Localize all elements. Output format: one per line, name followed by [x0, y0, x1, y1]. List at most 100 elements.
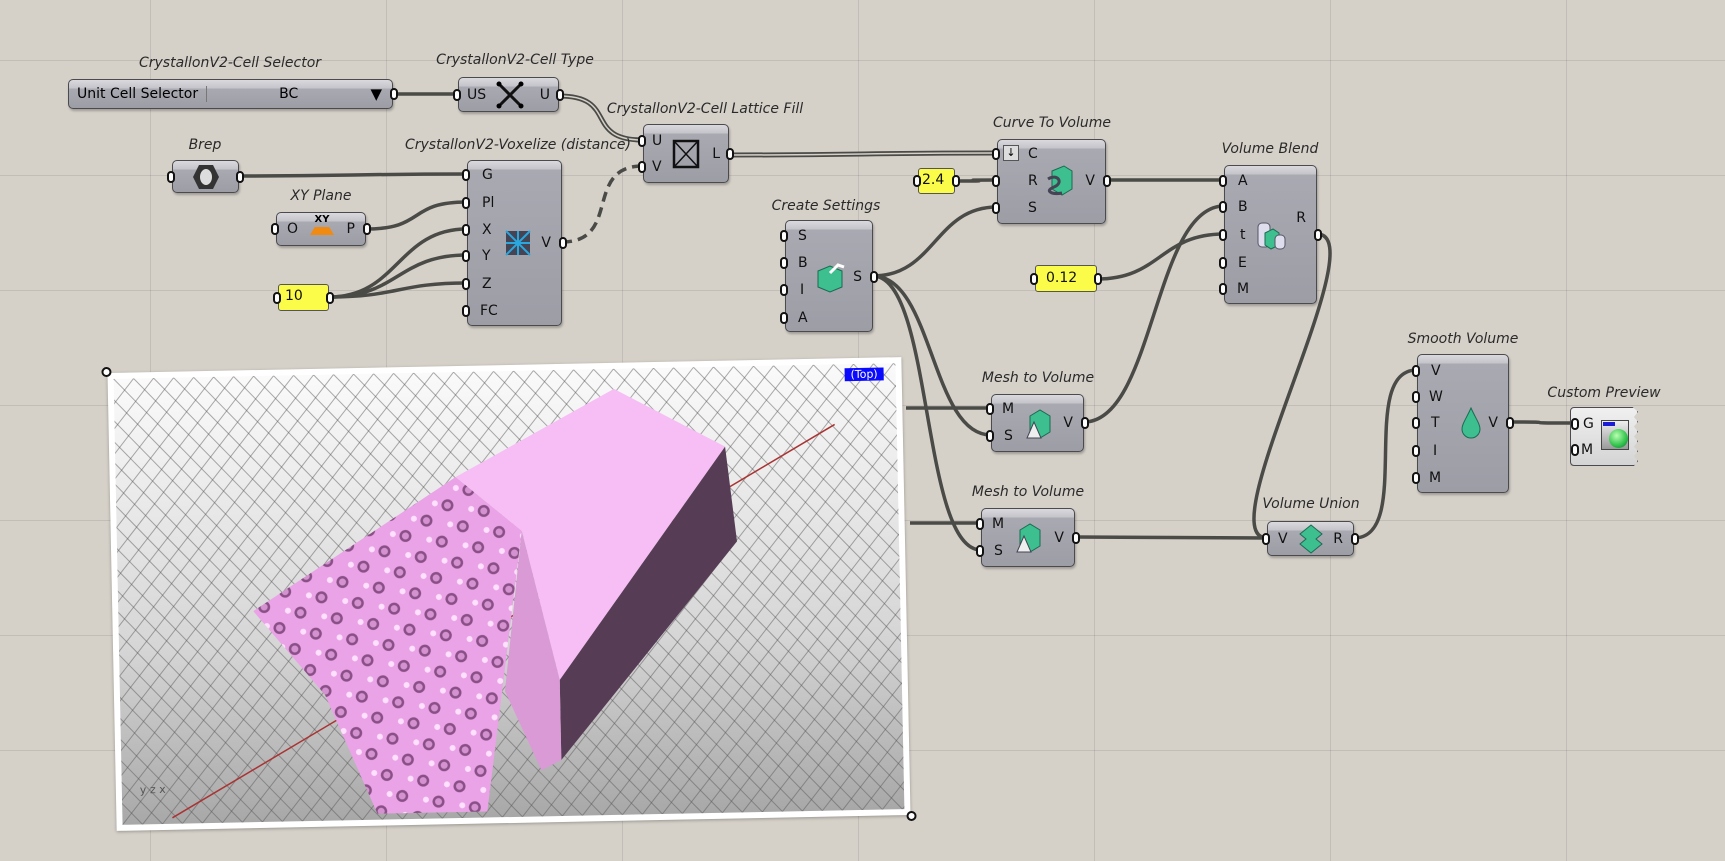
input-port[interactable] [462, 278, 470, 290]
input-port[interactable] [913, 175, 921, 187]
grid-line [693, 366, 905, 806]
output-port[interactable] [1314, 229, 1322, 241]
input-port[interactable] [1219, 201, 1227, 213]
input-port[interactable] [1262, 532, 1270, 545]
input-port[interactable] [638, 161, 646, 173]
input-port[interactable] [986, 430, 994, 442]
viewport-name-tag[interactable]: (Top) [844, 367, 884, 382]
grid-line [113, 372, 434, 825]
dropdown-triangle-icon[interactable]: ▼ [370, 85, 382, 103]
custom-preview-component[interactable]: G M [1570, 407, 1638, 466]
output-port[interactable] [236, 170, 244, 183]
lattice-fill-caption: CrystallonV2-Cell Lattice Fill [606, 101, 804, 117]
brep-param[interactable] [167, 160, 244, 193]
axis-z-label: z [149, 783, 156, 797]
input-label-i: I [1433, 443, 1438, 459]
input-port[interactable] [1219, 257, 1227, 269]
create-settings-component[interactable]: S B I A S [780, 220, 878, 332]
volume-blend-component[interactable]: A B t E M R [1219, 165, 1322, 304]
resize-handle-top-left[interactable] [101, 366, 112, 378]
input-port[interactable] [986, 403, 994, 415]
input-label-s: S [1004, 428, 1013, 444]
lattice-fill-component[interactable]: U V L [638, 124, 734, 183]
output-label-v: V [1085, 173, 1095, 189]
input-port[interactable] [992, 202, 1000, 214]
input-port[interactable] [1571, 418, 1579, 430]
output-port[interactable] [390, 88, 398, 100]
input-label-u: U [652, 133, 663, 149]
input-port[interactable] [271, 223, 279, 235]
output-port[interactable] [952, 175, 960, 187]
volume-union-component[interactable]: V R [1262, 521, 1359, 556]
input-port[interactable] [167, 170, 175, 183]
input-port[interactable] [976, 545, 984, 557]
xy-icon-text: XY [314, 214, 330, 225]
input-port[interactable] [992, 175, 1000, 187]
input-port[interactable] [1219, 229, 1227, 241]
axis-widget: y z x [140, 783, 166, 797]
output-port[interactable] [559, 237, 567, 249]
cell-selector-dropdown[interactable]: Unit Cell Selector BC ▼ [68, 79, 398, 109]
input-port[interactable] [462, 305, 470, 317]
input-label-v: V [652, 159, 662, 175]
input-port[interactable] [462, 250, 470, 262]
input-label-v: V [1431, 363, 1441, 379]
output-port[interactable] [726, 147, 734, 160]
xy-plane-caption: XY Plane [290, 188, 352, 204]
input-port[interactable] [1412, 472, 1420, 484]
input-port[interactable] [1030, 272, 1038, 285]
output-port[interactable] [1351, 532, 1359, 545]
input-port[interactable] [1412, 445, 1420, 457]
number-slider-10[interactable]: 10 [273, 284, 334, 311]
output-port[interactable] [1094, 272, 1102, 285]
output-port[interactable] [326, 291, 334, 304]
input-port[interactable] [780, 284, 788, 296]
output-port[interactable] [1072, 532, 1080, 544]
output-label-r: R [1296, 210, 1306, 226]
input-port[interactable] [1412, 391, 1420, 403]
output-port[interactable] [1103, 175, 1111, 187]
input-port[interactable] [1571, 444, 1579, 456]
number-slider-0-12[interactable]: 0.12 [1030, 265, 1102, 292]
output-port[interactable] [1081, 417, 1089, 429]
input-port[interactable] [1412, 417, 1420, 429]
input-port[interactable] [462, 197, 470, 209]
grid-line [113, 375, 274, 825]
grid-line [113, 384, 263, 823]
input-port[interactable] [992, 148, 1000, 160]
mesh-to-volume-2-component[interactable]: M S V [976, 508, 1080, 567]
input-port[interactable] [462, 169, 470, 181]
number-slider-2-4[interactable]: 2.4 [913, 168, 960, 194]
input-port[interactable] [780, 312, 788, 324]
input-port[interactable] [462, 224, 470, 236]
input-label-x: X [482, 222, 492, 238]
smooth-volume-component[interactable]: V W T I M V [1412, 354, 1514, 493]
mesh-to-volume-1-component[interactable]: M S V [986, 394, 1089, 452]
input-label-m: M [1429, 470, 1442, 486]
cell-type-component[interactable]: US U [453, 77, 564, 112]
output-port[interactable] [1506, 417, 1514, 429]
output-port[interactable] [870, 271, 878, 283]
input-port[interactable] [780, 257, 788, 269]
flatten-arrow-icon[interactable]: ↓ [1003, 145, 1019, 161]
input-port[interactable] [1412, 365, 1420, 377]
grid-line [742, 363, 905, 813]
input-port[interactable] [1219, 175, 1227, 187]
input-port[interactable] [780, 230, 788, 242]
output-label-l: L [712, 145, 720, 162]
input-port[interactable] [1219, 283, 1227, 295]
volume-union-caption: Volume Union [1262, 496, 1360, 512]
voxelize-component[interactable]: G Pl X Y Z FC V [462, 160, 567, 326]
mesh-volume-icon [1016, 523, 1041, 553]
input-label-z: Z [482, 276, 492, 292]
input-label-t: t [1240, 227, 1246, 243]
output-port[interactable] [363, 223, 371, 235]
brep-caption: Brep [188, 137, 222, 153]
curve-to-volume-component[interactable]: ↓ C R S V [992, 139, 1111, 224]
xy-plane-component[interactable]: O XY P [271, 212, 371, 246]
input-port[interactable] [976, 518, 984, 530]
output-port[interactable] [556, 88, 564, 101]
input-port[interactable] [273, 291, 281, 304]
input-port[interactable] [638, 135, 646, 147]
input-port[interactable] [453, 88, 461, 101]
